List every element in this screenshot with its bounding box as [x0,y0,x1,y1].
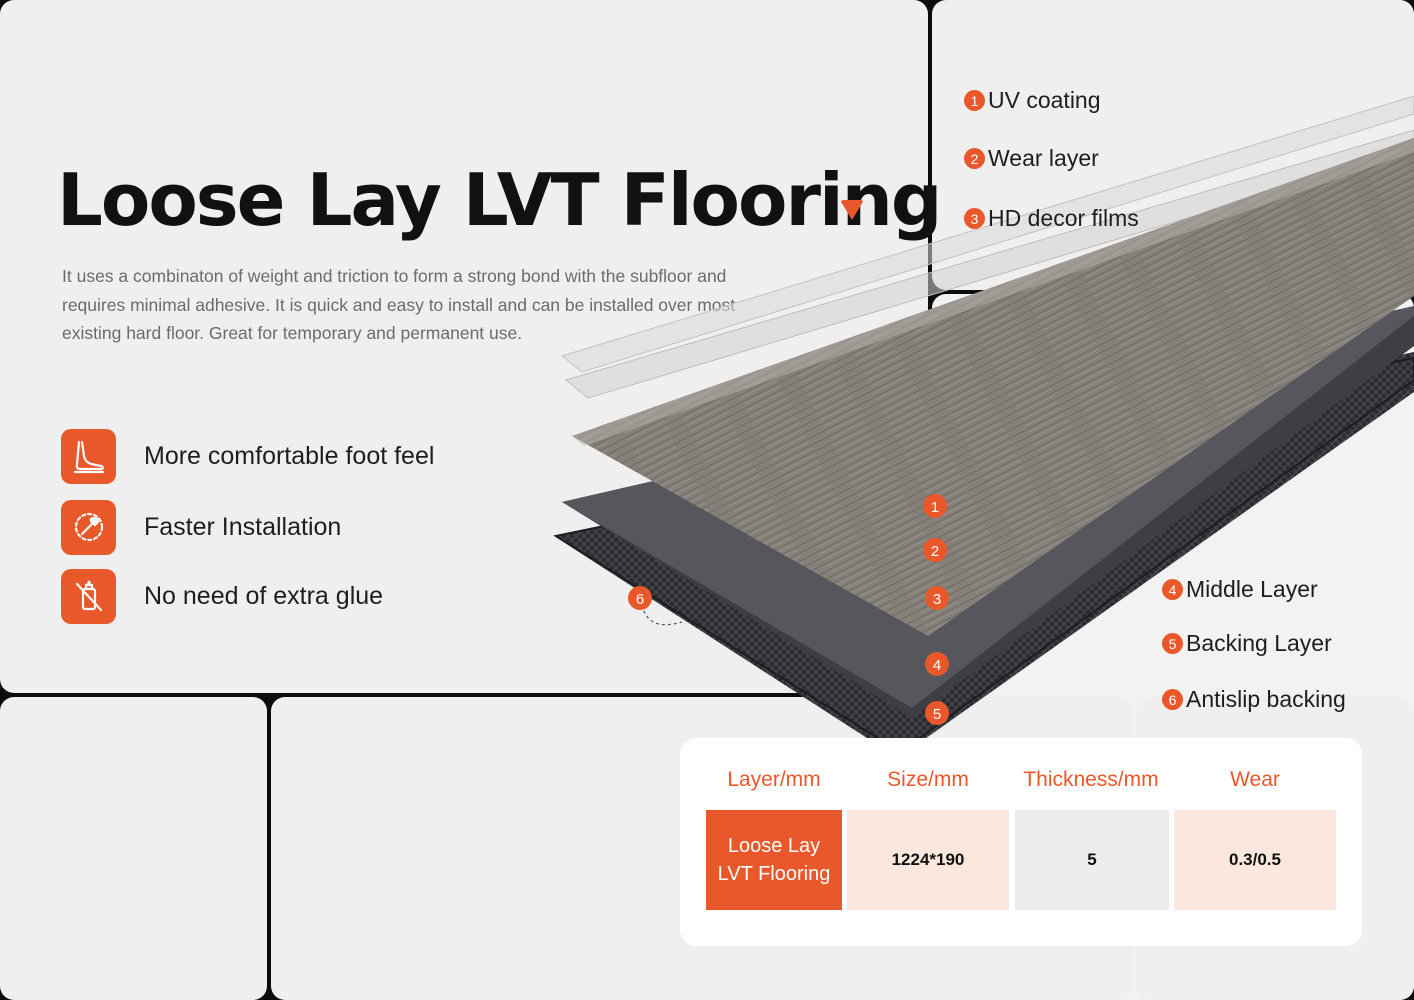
size-cell: 1224*190 [847,810,1009,910]
layer-badge: 2 [923,538,947,562]
legend-label: Wear layer [988,145,1099,171]
legend-item-uv-coating: 1 UV coating [964,87,1101,114]
pointer-arrow [641,604,683,626]
product-name-line: LVT Flooring [717,863,831,885]
layer-badge: 1 [923,494,947,518]
svg-text:6: 6 [636,591,644,608]
layer-badge: 6 [628,586,652,610]
number-badge: 6 [1162,689,1183,710]
spec-table-card: Layer/mm Size/mm Thickness/mm Wear Loose… [680,738,1362,946]
layer-badge: 3 [925,586,949,610]
legend-item-antislip-backing: 6 Antislip backing [1162,686,1346,713]
legend-item-middle-layer: 4 Middle Layer [1162,576,1318,603]
bottom-left-panel [0,697,267,1000]
feature-item-installation: Faster Installation [61,499,341,555]
legend-label: Middle Layer [1186,576,1318,602]
legend-item-backing-layer: 5 Backing Layer [1162,630,1332,657]
svg-text:1: 1 [931,499,939,516]
layer-badge: 4 [925,652,949,676]
layer-badge: 5 [925,701,949,725]
wrench-install-icon [61,499,116,555]
svg-text:5: 5 [933,706,941,723]
wear-cell: 0.3/0.5 [1174,810,1336,910]
legend-label: UV coating [988,87,1101,113]
product-name-line: Loose Lay [727,835,821,857]
number-badge: 4 [1162,579,1183,600]
svg-text:4: 4 [933,657,941,674]
uv-coating-layer [560,95,1414,373]
number-badge: 5 [1162,633,1183,654]
feature-label: Faster Installation [144,512,342,541]
foot-icon [61,428,116,484]
svg-text:3: 3 [933,591,941,608]
header-size: Size/mm [887,768,969,791]
no-glue-icon [61,568,116,624]
page-title: Loose Lay LVT Flooring [57,158,942,242]
legend-item-wear-layer: 2 Wear layer [964,145,1099,172]
number-badge: 2 [964,148,985,169]
thickness-cell: 5 [1015,810,1169,910]
legend-label: Backing Layer [1186,630,1332,656]
header-wear: Wear [1230,768,1280,791]
wear-layer-film [564,129,1414,399]
feature-item-no-glue: No need of extra glue [61,568,383,624]
header-thickness: Thickness/mm [1023,768,1159,791]
number-badge: 3 [964,208,985,229]
legend-label: HD decor films [988,205,1139,231]
legend-item-decor-films: 3 HD decor films [964,205,1139,232]
triangle-marker-icon [840,200,864,220]
feature-label: No need of extra glue [144,581,384,610]
header-layer: Layer/mm [727,768,821,791]
number-badge: 1 [964,90,985,111]
legend-label: Antislip backing [1186,686,1346,712]
decor-film-layer [572,138,1414,636]
product-description: It uses a combinaton of weight and trict… [62,266,736,343]
product-name-cell: Loose Lay LVT Flooring [706,810,842,910]
feature-item-comfort: More comfortable foot feel [61,428,434,484]
svg-text:2: 2 [931,543,939,560]
feature-label: More comfortable foot feel [144,441,435,470]
